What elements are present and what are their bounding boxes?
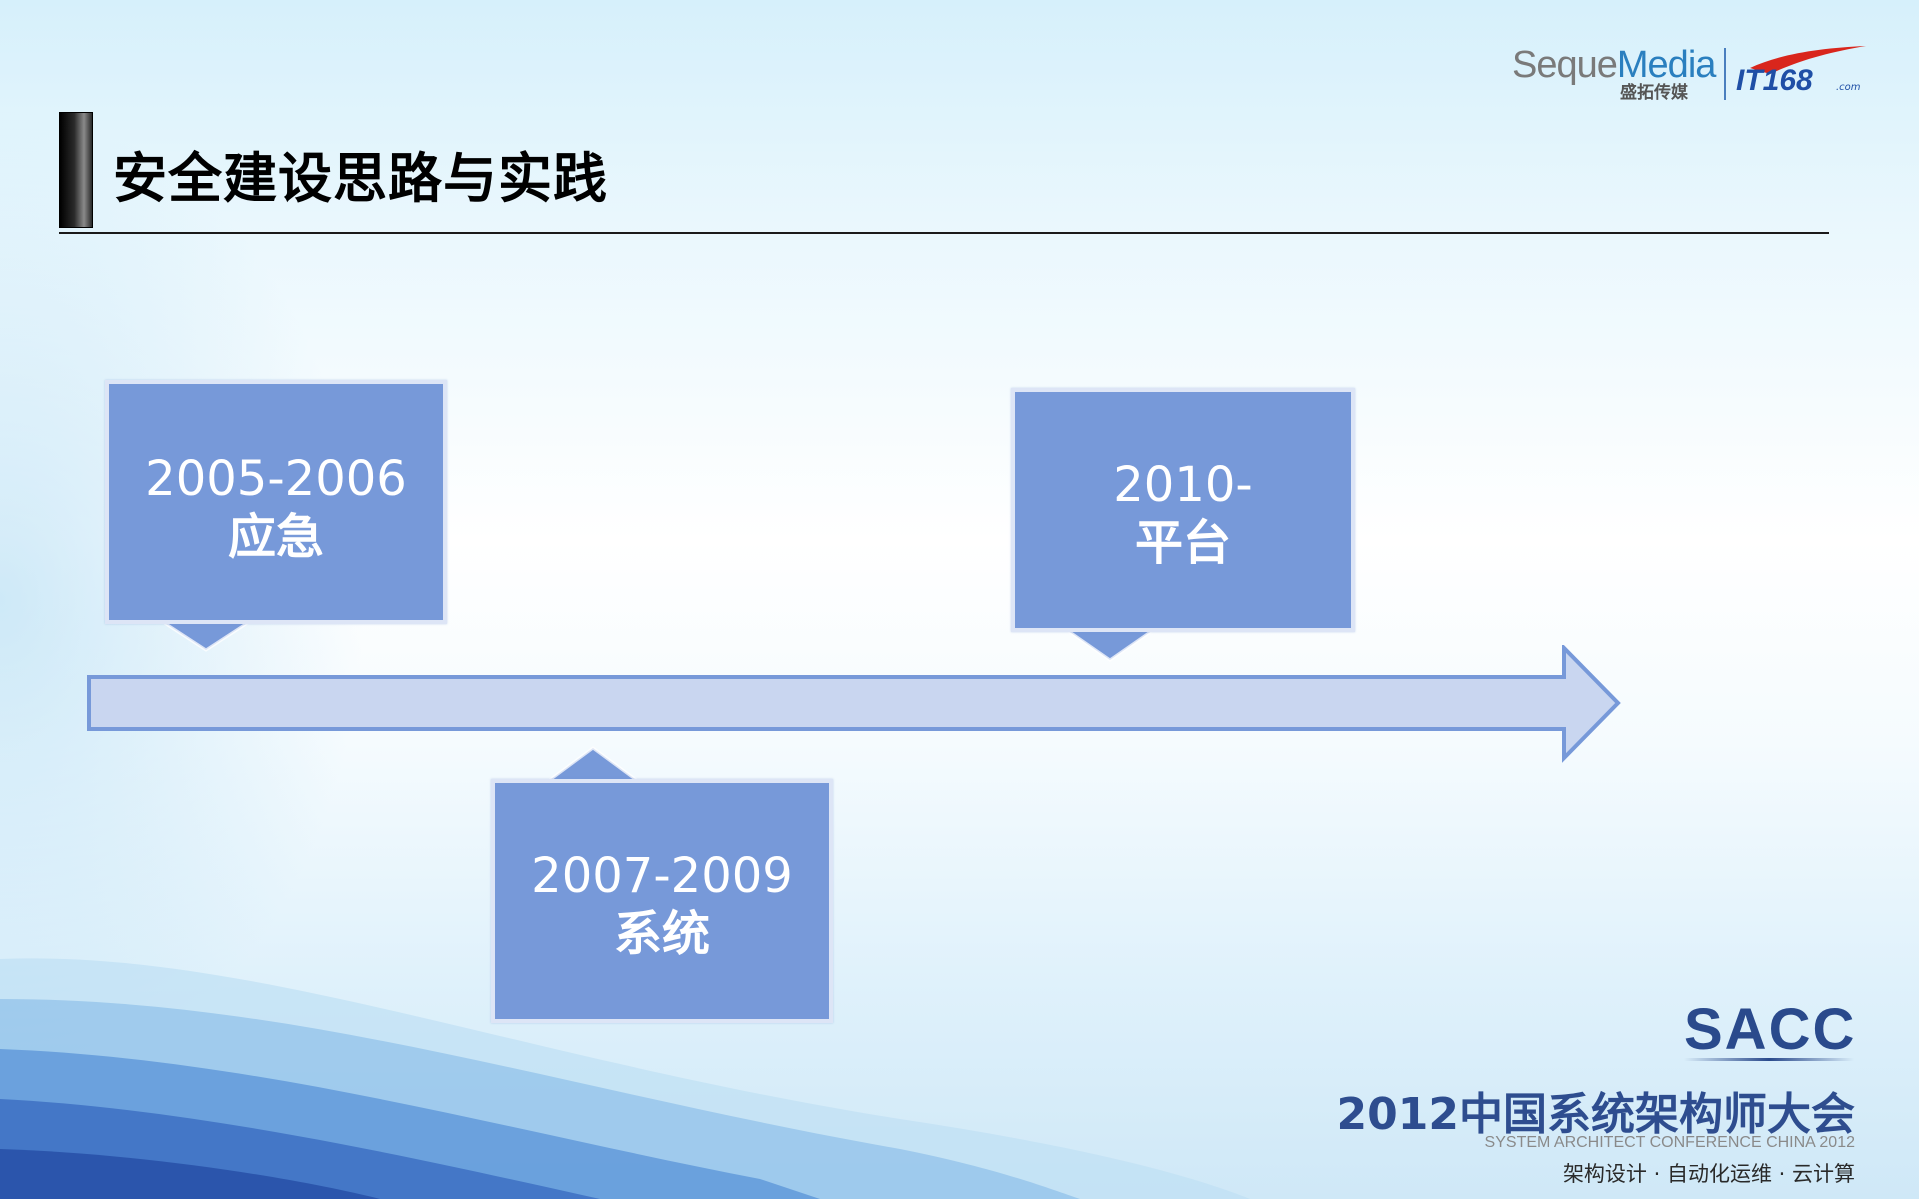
logo-divider xyxy=(1724,48,1726,100)
conference-english-title: SYSTEM ARCHITECT CONFERENCE CHINA 2012 xyxy=(1484,1134,1855,1151)
callout-year: 2010- xyxy=(1113,457,1253,513)
page-title: 安全建设思路与实践 xyxy=(113,147,608,210)
callout-label: 应急 xyxy=(227,509,324,565)
timeline-callout-2010: 2010- 平台 xyxy=(1011,388,1355,632)
timeline-arrow xyxy=(87,645,1621,763)
seque-logo-text-a: Seque xyxy=(1512,44,1618,86)
conference-tagline: 架构设计 · 自动化运维 · 云计算 xyxy=(1562,1162,1855,1186)
timeline-callout-2007-2009: 2007-2009 系统 xyxy=(491,779,833,1023)
sacc-logo-underline xyxy=(1684,1058,1854,1061)
callout-year: 2005-2006 xyxy=(145,451,407,507)
seque-media-logo: SequeMedia 盛拓传媒 xyxy=(1512,44,1716,104)
sacc-logo: SACC xyxy=(1684,997,1857,1062)
title-accent-bar xyxy=(59,112,93,228)
it168-swoosh-icon xyxy=(1750,46,1866,74)
background-waves xyxy=(0,958,1250,1199)
seque-logo-text-b: Media xyxy=(1616,44,1716,86)
it168-logo-suffix: .com xyxy=(1836,82,1861,93)
callout-label: 系统 xyxy=(613,906,710,962)
callout-year: 2007-2009 xyxy=(531,848,793,904)
title-divider xyxy=(59,232,1829,234)
seque-logo-subtitle: 盛拓传媒 xyxy=(1620,83,1688,103)
callout-label: 平台 xyxy=(1134,515,1231,571)
timeline-callout-2005-2006: 2005-2006 应急 xyxy=(105,380,447,624)
callout-pointer-2 xyxy=(545,746,641,784)
conference-title: 2012中国系统架构师大会 xyxy=(1336,1089,1855,1140)
it168-logo: IT168 .com xyxy=(1736,44,1866,104)
it168-logo-text: IT168 xyxy=(1736,64,1813,97)
